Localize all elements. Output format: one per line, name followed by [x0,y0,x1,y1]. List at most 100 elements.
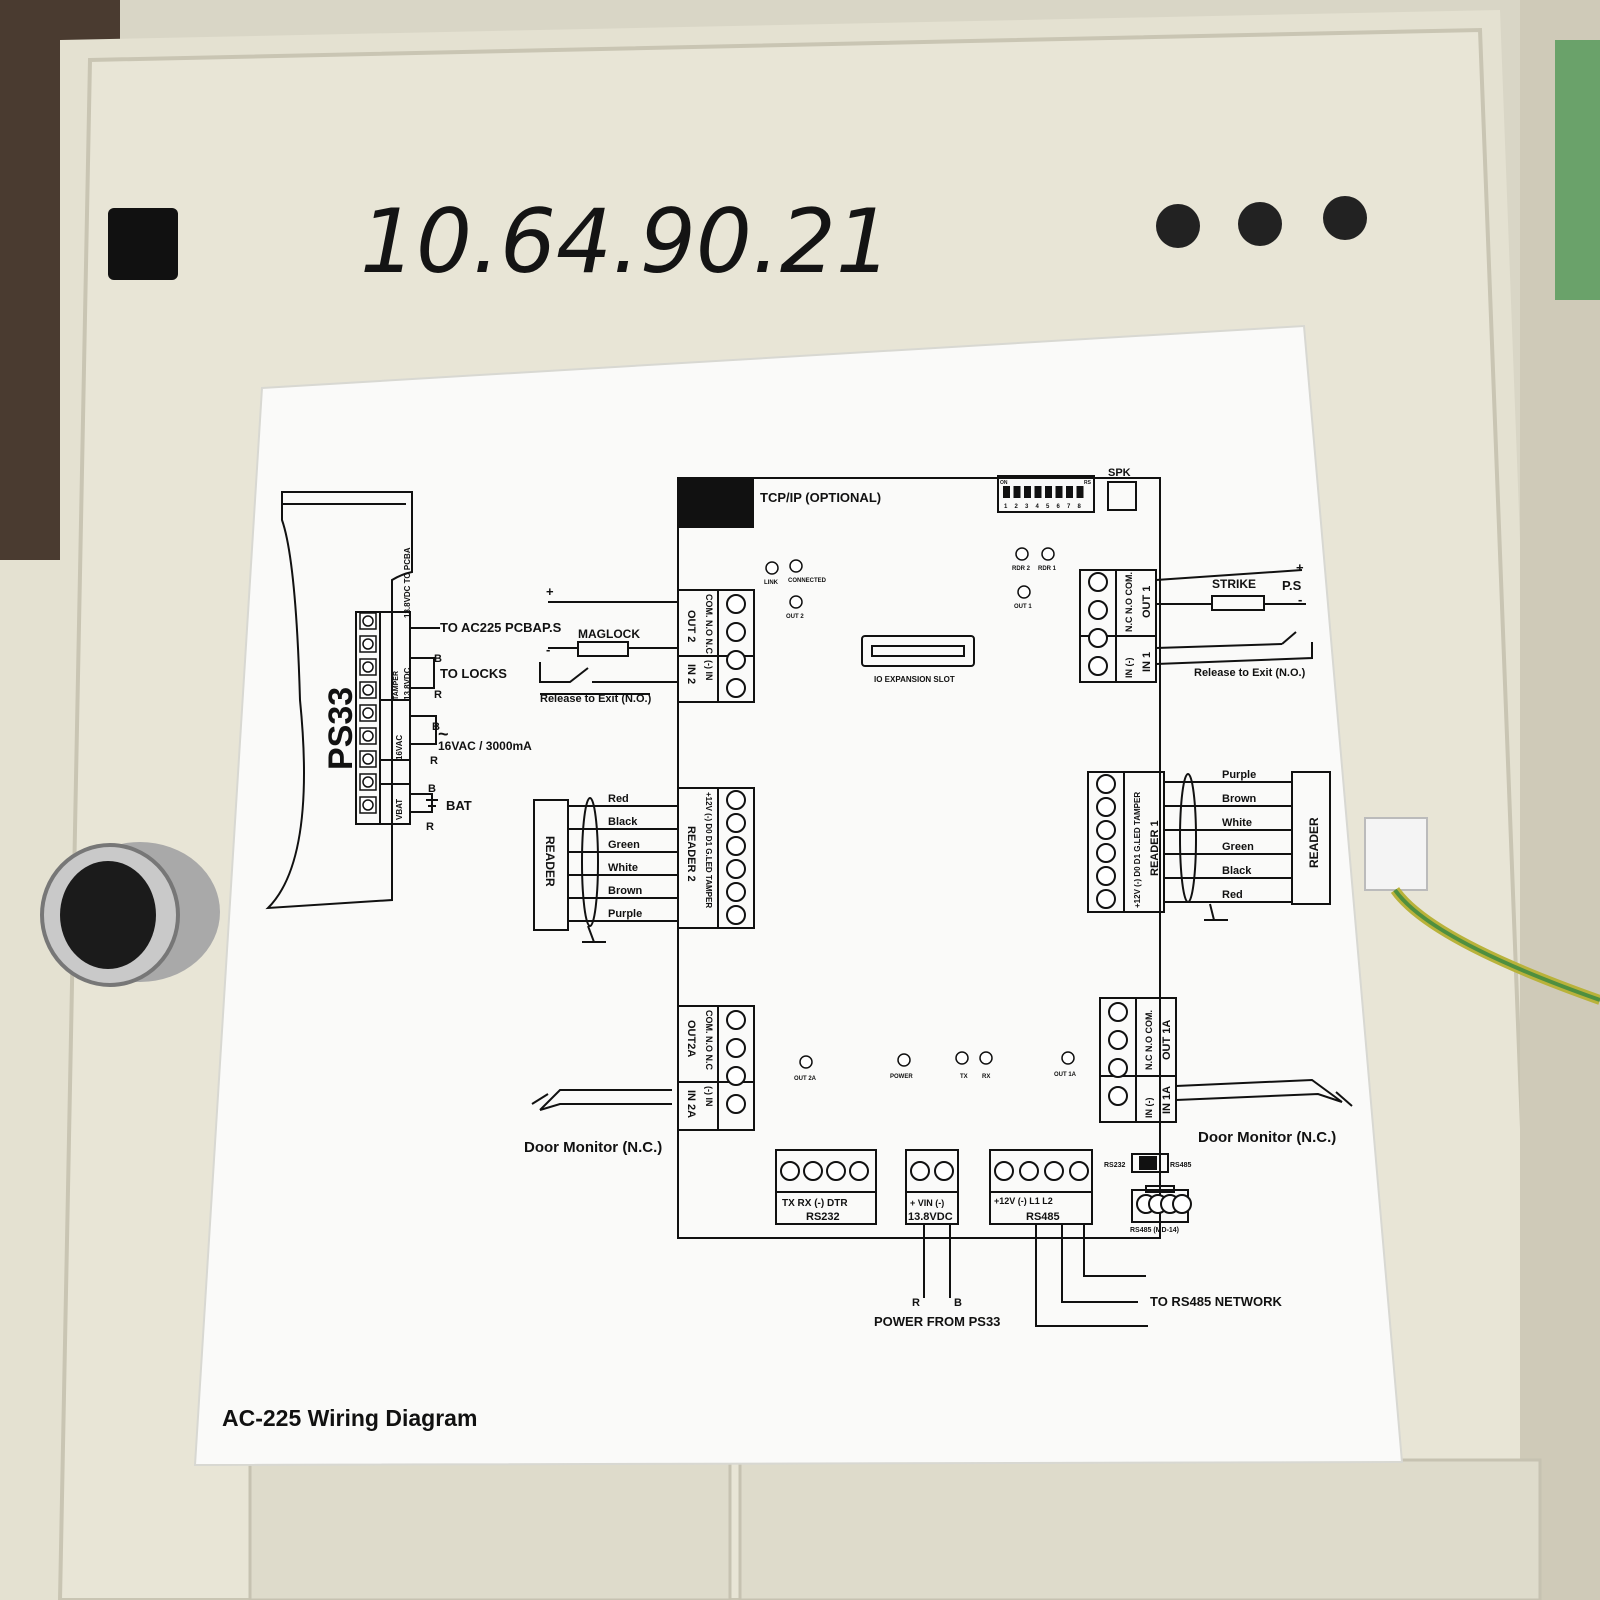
maglock-label: MAGLOCK [578,627,640,641]
vin-name-label: 13.8VDC [908,1211,953,1223]
right-plus: + [1296,560,1304,575]
ps33-bat-label: BAT [446,798,472,813]
wire-color-label: Brown [608,885,643,897]
power-r-label: R [912,1297,920,1309]
reader1-name-label: READER 1 [1149,820,1161,876]
ps33-locks-side: 13.8VDC [403,667,412,700]
right-ps-label: P.S [1282,578,1302,593]
terminal-screws [726,572,1192,1214]
ps33-vac-side: 16VAC [395,735,404,760]
in1a-name-label: IN 1A [1161,1086,1173,1114]
in1a-pins-label: IN (-) [1144,1098,1154,1119]
dip-key [1024,486,1031,498]
dip-rs-label: RS [1084,480,1092,486]
right-reader-box [1291,771,1331,905]
led-rdr2-label: RDR 2 [1012,566,1031,572]
left-door-monitor-label: Door Monitor (N.C.) [524,1139,662,1156]
reader2-screw [726,905,746,925]
left-reader-label: READER [543,836,557,887]
out2-screw [726,678,746,698]
ps33-locks-r: R [434,689,442,701]
reader2-screw [726,790,746,810]
dip-key [1045,486,1052,498]
ps33-screw [362,615,374,627]
wire-color-label: White [608,862,638,874]
wire-color-label: Red [1222,889,1243,901]
left-release-label: Release to Exit (N.O.) [540,693,652,705]
spk-label: SPK [1108,467,1131,479]
wire-color-label: Black [608,816,638,828]
ground-wire [1364,817,1600,1005]
dip-key [1076,486,1084,498]
ac225-board [677,475,1189,1239]
rs485-name-label: RS485 [1026,1211,1060,1223]
rs232-name-label: RS232 [806,1211,840,1223]
out1a-screw [1108,1002,1128,1022]
ps33-screw [362,684,374,696]
mount-hole-2 [1238,202,1282,246]
md14-pin [1172,1194,1192,1214]
ps33-to-pcba-side: 13.8VDC TO PCBA [403,547,412,618]
led-power-label: POWER [890,1074,913,1080]
dip-number: 7 [1067,504,1071,510]
wire-color-label: Red [608,793,629,805]
out1a-screw [1108,1086,1128,1106]
out2a-screw [726,1010,746,1030]
out2-screw [726,650,746,670]
ps33-screw [362,661,374,673]
right-release-label: Release to Exit (N.O.) [1194,667,1306,679]
reader1-screw [1096,866,1116,886]
wire-color-label: Purple [1222,769,1256,781]
diagram-title: AC-225 Wiring Diagram [222,1405,477,1431]
io-expansion-slot [861,635,975,667]
led-link-label: LINK [764,580,779,586]
led [1061,1051,1075,1065]
rs485-pins-label: +12V (-) L1 L2 [994,1196,1053,1206]
out1-screw [1088,628,1108,648]
dip-number: 6 [1057,504,1061,510]
led-rx-label: RX [982,1074,990,1080]
reader2-screw [726,813,746,833]
out1a-pins-label: N.C N.O COM. [1144,1010,1154,1070]
dip-key [1003,486,1010,498]
reader2-name-label: READER 2 [685,826,697,882]
green-board-edge [1555,40,1600,300]
reader1-screw [1096,820,1116,840]
square-plug [108,208,178,280]
led [1041,547,1055,561]
ps33-screw [362,730,374,742]
rs485-screw [994,1161,1014,1181]
out2-name-label: OUT 2 [685,610,697,642]
lower-panel-left [248,1458,732,1600]
dip-on-label: ON [1000,480,1008,486]
led [1017,585,1031,599]
speaker [1107,481,1137,511]
out1a-screw [1108,1058,1128,1078]
ps33-label: PS33 [322,687,360,770]
handwritten-ip: 10.64.90.21 [360,190,892,293]
strike-label: STRIKE [1212,577,1256,591]
out1-screw [1088,656,1108,676]
wire-color-label: Black [1222,865,1252,877]
right-minus: - [1298,592,1302,607]
ps33-screw [362,776,374,788]
reader1-screw [1096,889,1116,909]
in2-name-label: IN 2 [685,664,697,684]
mount-hole-1 [1156,204,1200,248]
cable-gland [40,842,220,987]
led [765,561,779,575]
out2-pins-label: COM. N.O N.C [704,594,714,654]
lower-panel-right [738,1458,1542,1600]
to-rs485-network-label: TO RS485 NETWORK [1150,1294,1283,1309]
power-from-ps33-label: POWER FROM PS33 [874,1314,1000,1329]
wire-color-label: Green [1222,841,1254,853]
rs232-screw [849,1161,869,1181]
dip-number: 2 [1015,504,1019,510]
ps33-to-pcba-label: TO AC225 PCBA [440,620,542,635]
switch-rs485-label: RS485 [1170,1162,1192,1169]
out2a-screw [726,1094,746,1114]
ps33-vac-b: B [432,721,440,733]
